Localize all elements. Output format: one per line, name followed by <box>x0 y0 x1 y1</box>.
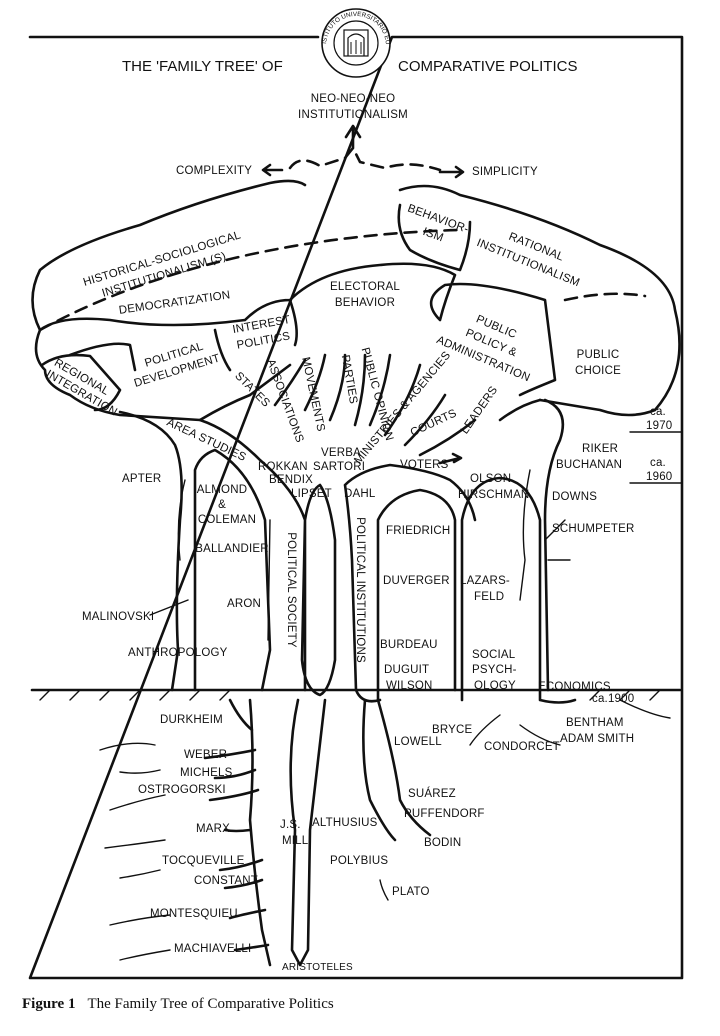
name-aristoteles: ARISTOTELES <box>282 962 353 973</box>
voters-label: VOTERS <box>400 459 449 471</box>
name-buchanan: BUCHANAN <box>556 459 622 471</box>
name-downs: DOWNS <box>552 491 597 503</box>
caption-label: Figure 1 <box>22 996 76 1012</box>
name-wilson: WILSON <box>386 680 433 692</box>
name-durkheim: DURKHEIM <box>160 714 223 726</box>
name-marx: MARX <box>196 823 230 835</box>
name-mill: MILL <box>282 835 309 847</box>
ground-hatching <box>39 689 661 701</box>
figure-caption: Figure 1 The Family Tree of Comparative P… <box>22 996 334 1013</box>
name-constant: CONSTANT <box>194 875 258 887</box>
hsi-dash <box>38 228 462 332</box>
sp-label-1: SOCIAL <box>472 649 516 661</box>
frame-border <box>28 35 684 980</box>
name-bentham: BENTHAM <box>566 717 624 729</box>
canopy-inner-lines <box>38 203 557 412</box>
behaviorism-label-2: ISM <box>421 226 445 244</box>
complexity-label: COMPLEXITY <box>176 165 252 177</box>
crown-dashes <box>288 145 442 172</box>
branch-lines <box>248 353 542 457</box>
title-right: COMPARATIVE POLITICS <box>398 58 577 75</box>
name-plato: PLATO <box>392 886 430 898</box>
name-burdeau: BURDEAU <box>380 639 438 651</box>
name-condorcet: CONDORCET <box>484 741 560 753</box>
name-lazarsfeld-1: LAZARS- <box>460 575 510 587</box>
voters-arrow <box>438 452 463 465</box>
democratization-label: DEMOCRATIZATION <box>118 289 231 317</box>
name-friedrich: FRIEDRICH <box>386 525 450 537</box>
complexity-arrow <box>261 163 284 177</box>
name-almond: ALMOND <box>197 484 247 496</box>
name-weber: WEBER <box>184 749 227 761</box>
neo-arrow <box>344 124 362 150</box>
simplicity-arrow <box>438 165 465 179</box>
name-lipset: LIPSET <box>291 488 332 500</box>
caption-text: The Family Tree of Comparative Politics <box>87 996 334 1012</box>
political-society-label: POLITICAL SOCIETY <box>285 532 297 648</box>
ri-dash <box>563 292 647 302</box>
public-choice-label-1: PUBLIC <box>577 349 620 361</box>
name-lazarsfeld-2: FELD <box>474 591 504 603</box>
roots <box>203 698 432 967</box>
sp-label-2: PSYCH- <box>472 664 517 676</box>
name-anthropology: ANTHROPOLOGY <box>128 647 228 659</box>
simplicity-label: SIMPLICITY <box>472 166 538 178</box>
name-bryce: BRYCE <box>432 724 473 736</box>
name-duverger: DUVERGER <box>383 575 450 587</box>
electoral-label-2: BEHAVIOR <box>335 297 395 309</box>
name-bodin: BODIN <box>424 837 461 849</box>
name-tocqueville: TOCQUEVILLE <box>162 855 245 867</box>
name-olson: OLSON <box>470 473 511 485</box>
name-bendix: BENDIX <box>269 474 313 486</box>
name-riker: RIKER <box>582 443 618 455</box>
name-ballandier: BALLANDIER <box>195 543 269 555</box>
name-ostrogorski: OSTROGORSKI <box>138 784 226 796</box>
ca1970-label-a: ca. <box>650 406 666 418</box>
name-althusius: ALTHUSIUS <box>312 817 378 829</box>
name-schumpeter: SCHUMPETER <box>552 523 635 535</box>
name-verba: VERBA <box>321 447 361 459</box>
name-machiavelli: MACHIAVELLI <box>174 943 251 955</box>
title-left: THE 'FAMILY TREE' OF <box>122 58 283 75</box>
electoral-label-1: ELECTORAL <box>330 281 400 293</box>
name-lowell: LOWELL <box>394 736 442 748</box>
neo-label: NEO-NEO-NEO <box>311 93 396 105</box>
name-dahl: DAHL <box>344 488 376 500</box>
name-almond-amp: & <box>218 499 226 511</box>
ca1970-label-b: 1970 <box>646 420 672 432</box>
public-choice-label-2: CHOICE <box>575 365 621 377</box>
root-fibers <box>99 699 671 961</box>
name-apter: APTER <box>122 473 161 485</box>
name-rokkan: ROKKAN <box>258 461 308 473</box>
leaders-label: LEADERS <box>459 384 501 436</box>
trunk-veins <box>149 469 571 641</box>
name-js: J.S. <box>280 819 301 831</box>
name-malinovski: MALINOVSKI <box>82 611 154 623</box>
name-hirschman: HIRSCHMAN <box>458 489 529 501</box>
ca1960-label-a: ca. <box>650 457 666 469</box>
name-michels: MICHELS <box>180 767 233 779</box>
name-polybius: POLYBIUS <box>330 855 388 867</box>
name-duguit: DUGUIT <box>384 664 429 676</box>
name-aron: ARON <box>227 598 261 610</box>
name-adam-smith: ADAM SMITH <box>560 733 634 745</box>
institutionalism-label: INSTITUTIONALISM <box>298 109 408 121</box>
name-montesquieu: MONTESQUIEU <box>150 908 238 920</box>
sp-label-3: OLOGY <box>474 680 516 692</box>
name-suarez: SUÁREZ <box>408 787 456 800</box>
name-puffendorf: PUFFENDORF <box>404 808 485 820</box>
name-sartori: SARTORI <box>313 461 365 473</box>
name-coleman: COLEMAN <box>198 514 256 526</box>
ca1960-label-b: 1960 <box>646 471 672 483</box>
political-institutions-label: POLITICAL INSTITUTIONS <box>354 517 366 663</box>
name-economics: ECONOMICS <box>538 681 611 693</box>
